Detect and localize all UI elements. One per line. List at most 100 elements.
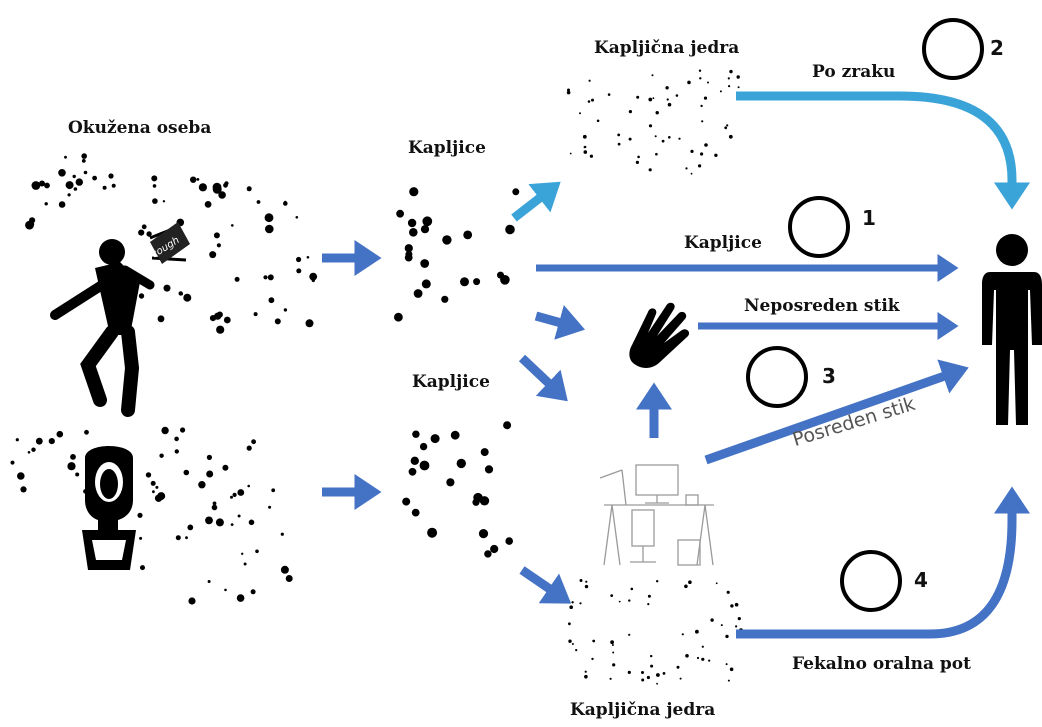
droplet-dot [472,498,480,506]
droplet-dot [155,485,159,489]
droplet-dot [180,427,186,433]
droplet-dot [668,136,671,139]
droplet-dot [413,289,423,298]
droplet-dot [108,173,114,179]
droplet-dot [725,663,728,666]
marker-ring-1 [788,196,850,258]
droplet-dot [446,478,455,487]
droplet-dot [729,69,733,74]
droplet-dot [635,160,640,164]
nuclei-cloud-top [566,69,742,175]
droplet-dot [628,599,631,602]
droplet-dot [684,584,688,589]
droplet-dot [246,445,252,451]
droplet-dot [405,250,413,258]
droplet-dot [656,673,660,677]
droplet-dot [75,472,80,477]
droplet-dot [30,222,35,227]
droplet-dot [267,274,274,281]
droplet-dot [650,664,654,668]
droplet-dot [396,209,404,218]
droplet-dot [230,495,233,499]
droplet-dot [241,552,244,555]
droplet-dot [591,657,594,661]
droplet-dot [584,584,589,589]
droplet-dot [641,678,645,682]
droplet-dot [704,143,708,147]
droplet-dot [648,168,652,172]
droplet-dot [207,580,211,583]
droplet-dot [585,580,588,583]
droplet-dot [566,90,571,95]
droplet-dot [610,640,614,645]
droplet-dot [146,231,152,237]
droplet-dot [456,458,466,469]
droplet-dot [652,97,655,100]
arrow-indirect-contact [704,359,969,465]
droplet-dot [505,224,515,235]
droplet-dot [575,649,578,652]
droplet-dot [178,291,183,296]
label-droplets-bottom: Kapljice [412,372,490,392]
droplet-dot [271,488,276,493]
droplet-dot [636,95,640,99]
droplet-dot [592,639,596,643]
droplet-dot [161,426,169,435]
droplet-dot [427,527,438,538]
droplet-dot [283,201,288,206]
droplet-dot [20,486,27,493]
droplet-dot [404,244,413,253]
droplet-dot [10,460,15,465]
droplet-dot [505,537,513,545]
droplet-dot [402,497,411,506]
droplet-dot [187,524,194,531]
droplet-dot [690,172,693,175]
droplet-dot [409,187,419,197]
droplet-dot [726,590,730,594]
droplet-dot [497,271,504,279]
droplet-dot [256,200,261,204]
droplet-dot [419,460,430,471]
droplet-dot [420,259,430,268]
droplet-dot [268,505,272,509]
droplet-dot [84,429,89,435]
droplet-dot [223,316,231,324]
droplet-dot [703,96,708,100]
droplet-dot [727,77,730,80]
hand-icon [629,302,690,368]
droplet-dot [484,465,494,474]
droplet-dot [589,154,594,158]
label-airborne: Po zraku [812,62,896,82]
droplet-dot [569,605,573,609]
droplet-dot [734,602,739,607]
droplet-dot [612,663,616,667]
droplet-dot [138,293,145,299]
droplet-dot [735,625,738,628]
droplet-dot [198,481,206,489]
droplet-dot [102,185,107,190]
droplet-dot [183,293,192,302]
droplet-dot [58,201,66,208]
droplet-dot [617,133,621,137]
droplet-dot [163,284,171,292]
droplet-dot [15,438,19,442]
droplet-dot [617,142,621,146]
droplet-dot [647,603,650,606]
droplet-dot [478,529,489,539]
marker-number-3: 3 [822,364,836,388]
droplet-dot [150,480,156,486]
droplet-dot [250,589,256,595]
droplet-dot [737,617,741,621]
droplet-dot [305,319,314,328]
droplet-dot [152,490,155,494]
droplet-dot [698,164,702,168]
droplet-dot [152,198,158,204]
droplet-dot [607,93,611,96]
droplet-dot [422,216,433,227]
droplet-dot [591,98,594,102]
droplet-dot [411,508,420,517]
marker-ring-4 [840,550,902,612]
droplet-dot [236,594,245,602]
droplet-dot [656,682,658,685]
